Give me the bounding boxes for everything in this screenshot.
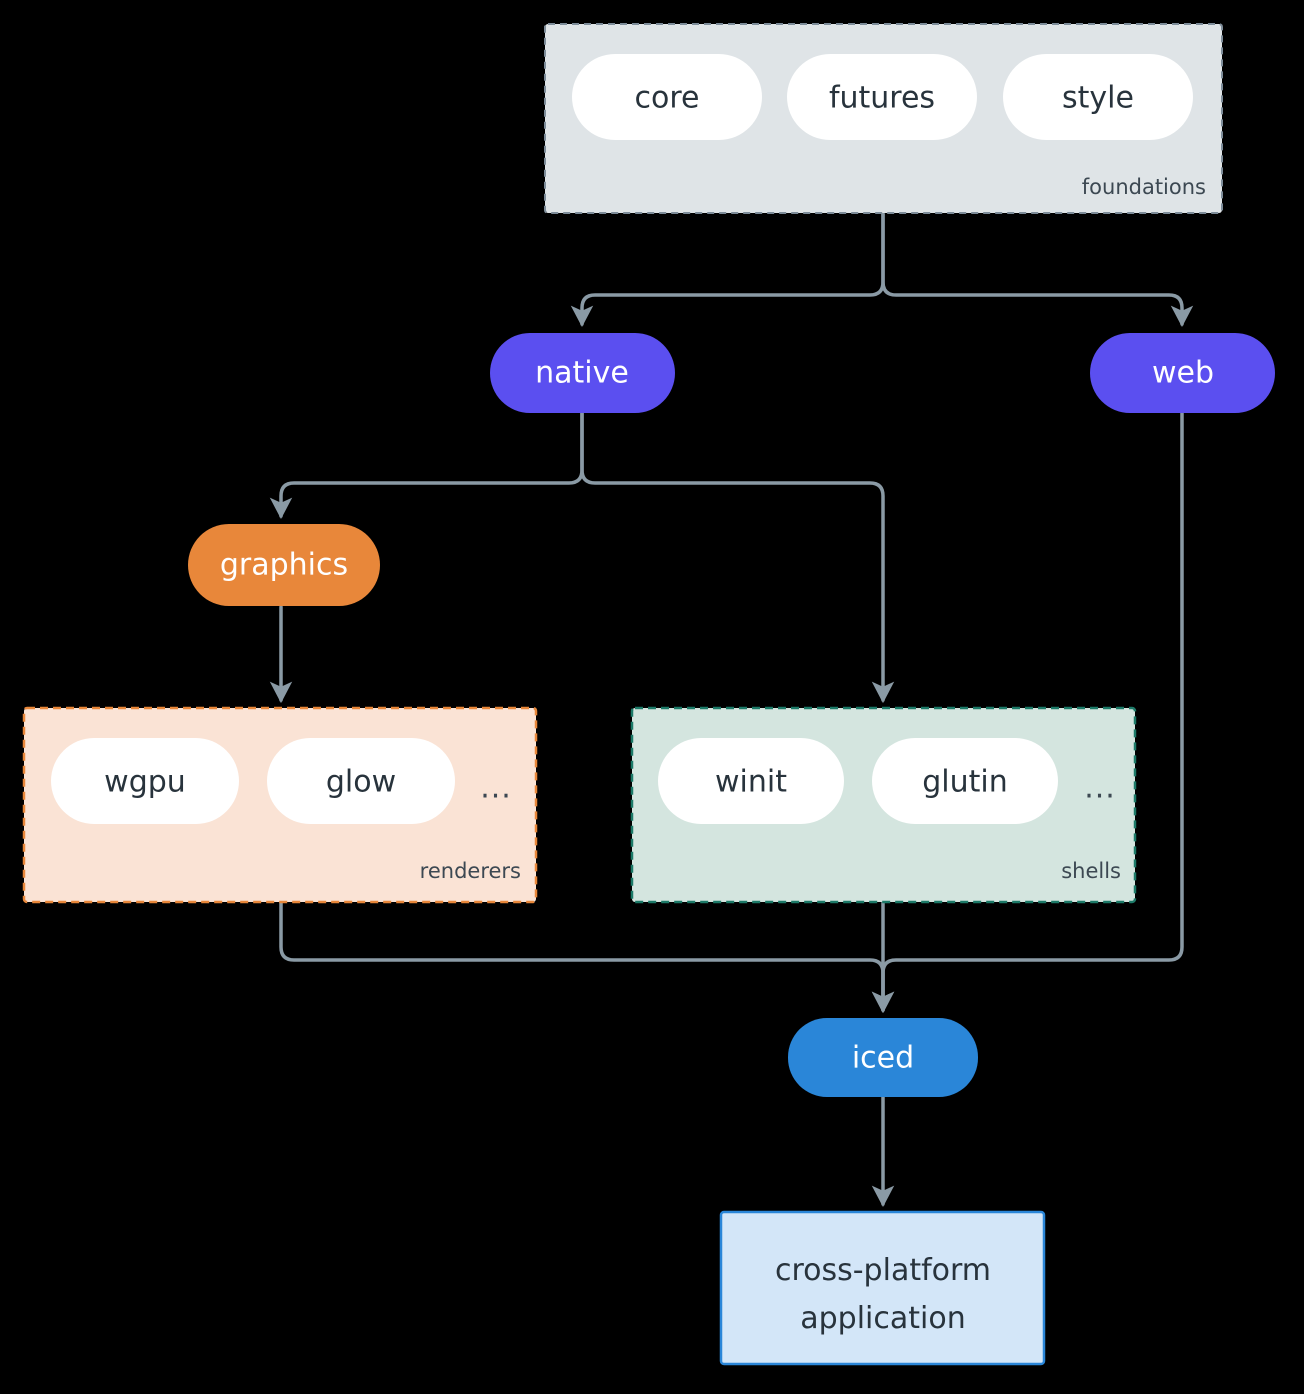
- edge-foundations-to-web: [881, 212, 1194, 328]
- foundations-caption: foundations: [1082, 175, 1206, 199]
- renderers-caption: renderers: [420, 859, 521, 883]
- futures-pill: [787, 54, 977, 140]
- web-label: web: [1152, 356, 1214, 391]
- winit-pill: [658, 738, 844, 824]
- glutin-label: glutin: [922, 765, 1008, 800]
- node-glow[interactable]: glow: [267, 738, 455, 824]
- node-iced[interactable]: iced: [788, 1018, 978, 1097]
- style-pill: [1003, 54, 1193, 140]
- node-native[interactable]: native: [490, 333, 675, 413]
- native-pill: [490, 333, 675, 413]
- core-pill: [572, 54, 762, 140]
- web-pill: [1090, 333, 1275, 413]
- node-graphics[interactable]: graphics: [188, 524, 380, 606]
- renderers-ellipsis: ...: [480, 771, 512, 806]
- node-glutin[interactable]: glutin: [872, 738, 1058, 824]
- edge-renderers-to-iced: [279, 901, 895, 1014]
- application-label-line1: cross-platform: [775, 1253, 991, 1288]
- edge-foundations-to-native: [570, 212, 885, 328]
- iced-label: iced: [852, 1041, 914, 1076]
- native-label: native: [535, 356, 629, 391]
- group-renderers[interactable]: wgpu glow ... renderers: [22, 706, 538, 904]
- node-style[interactable]: style: [1003, 54, 1193, 140]
- edge-native-to-graphics: [269, 411, 584, 520]
- node-core[interactable]: core: [572, 54, 762, 140]
- node-web[interactable]: web: [1090, 333, 1275, 413]
- node-winit[interactable]: winit: [658, 738, 844, 824]
- group-shells[interactable]: winit glutin ... shells: [630, 706, 1137, 904]
- graphics-label: graphics: [220, 548, 348, 583]
- shells-ellipsis: ...: [1084, 771, 1116, 806]
- glow-label: glow: [326, 765, 396, 800]
- edge-native-to-shells: [580, 411, 895, 704]
- winit-label: winit: [715, 765, 787, 800]
- wgpu-pill: [51, 738, 239, 824]
- edge-layer: [269, 212, 1194, 1208]
- group-foundations[interactable]: core futures style foundations: [544, 23, 1223, 214]
- wgpu-label: wgpu: [104, 765, 186, 800]
- edge-web-to-iced: [871, 411, 1184, 1014]
- application-label-line2: application: [800, 1301, 965, 1336]
- style-label: style: [1062, 81, 1134, 116]
- node-cross-platform-application[interactable]: cross-platform application: [719, 1210, 1046, 1366]
- shells-caption: shells: [1061, 859, 1121, 883]
- iced-pill: [788, 1018, 978, 1097]
- graphics-pill: [188, 524, 380, 606]
- futures-label: futures: [829, 81, 935, 116]
- glutin-pill: [872, 738, 1058, 824]
- node-wgpu[interactable]: wgpu: [51, 738, 239, 824]
- core-label: core: [635, 81, 700, 116]
- application-box: [719, 1210, 1046, 1366]
- node-futures[interactable]: futures: [787, 54, 977, 140]
- glow-pill: [267, 738, 455, 824]
